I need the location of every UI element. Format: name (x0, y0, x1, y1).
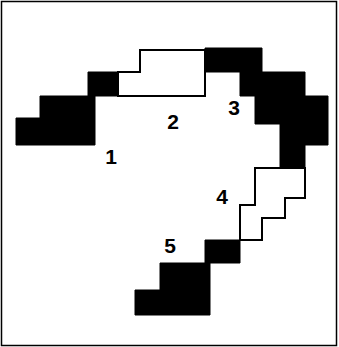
callout-number: 2 (167, 111, 179, 132)
frame (2, 2, 337, 346)
black-segment (135, 240, 240, 315)
white-segment (118, 50, 205, 96)
callout-number: 5 (164, 235, 176, 256)
callout-number: 3 (228, 97, 240, 118)
callout-number: 4 (216, 186, 228, 207)
black-segment (16, 72, 118, 145)
black-segment (205, 48, 328, 168)
callout-number: 1 (105, 146, 117, 167)
white-segment (240, 168, 305, 240)
